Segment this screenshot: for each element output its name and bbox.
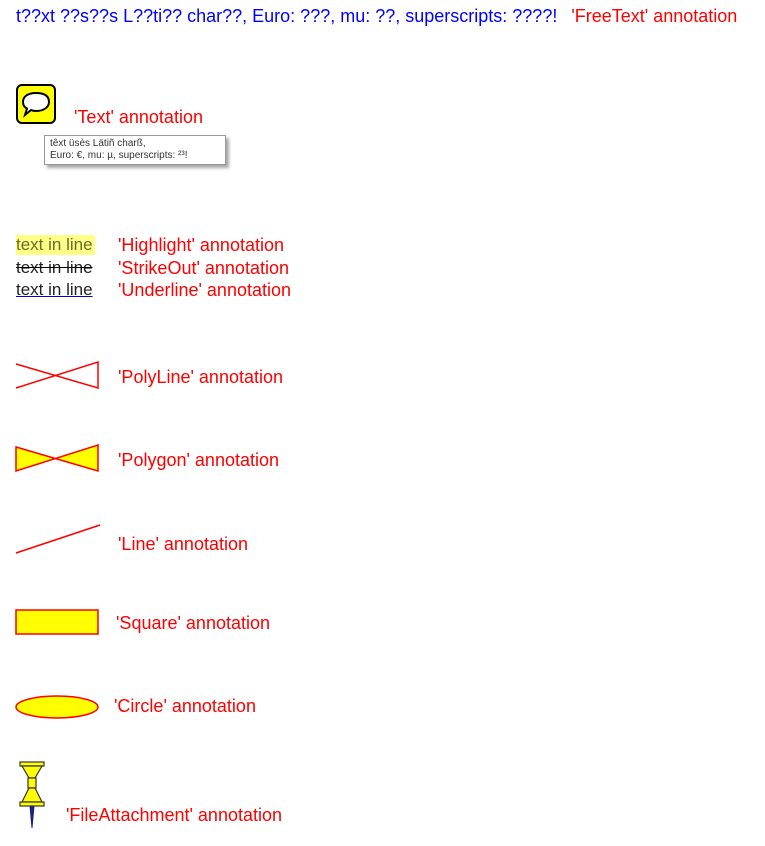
line-annotation-shape[interactable]: [14, 523, 104, 557]
square-annotation-shape[interactable]: [14, 608, 104, 638]
freetext-annotation-row: t??xt ??s??s L??ti?? char??, Euro: ???, …: [16, 6, 737, 27]
polyline-annotation-shape[interactable]: [14, 360, 104, 392]
fileattachment-annotation-label: 'FileAttachment' annotation: [66, 805, 282, 825]
line-annotation-label: 'Line' annotation: [118, 534, 248, 554]
text-annotation-popup: têxt üsès Lätiñ charß, Euro: €, mu: µ, s…: [44, 135, 226, 165]
circle-annotation-shape[interactable]: [14, 694, 104, 720]
polygon-annotation-label: 'Polygon' annotation: [118, 450, 279, 470]
freetext-annotation-label: 'FreeText' annotation: [571, 6, 738, 26]
polygon-annotation-shape[interactable]: [14, 443, 104, 475]
strikeout-annotation-sample[interactable]: text in line: [16, 258, 93, 277]
circle-annotation-label: 'Circle' annotation: [114, 696, 256, 716]
highlight-annotation-label: 'Highlight' annotation: [118, 235, 284, 255]
speech-bubble-icon[interactable]: [16, 84, 56, 124]
popup-line-1: têxt üsès Lätiñ charß,: [50, 138, 146, 149]
pushpin-icon[interactable]: [14, 760, 54, 830]
underline-annotation-sample[interactable]: text in line: [16, 280, 93, 299]
freetext-annotation-text[interactable]: t??xt ??s??s L??ti?? char??, Euro: ???, …: [16, 6, 558, 26]
text-annotation-label: 'Text' annotation: [74, 107, 203, 127]
popup-line-2: Euro: €, mu: µ, superscripts: ²³!: [50, 150, 188, 161]
highlight-annotation-sample[interactable]: text in line: [16, 235, 95, 255]
strikeout-annotation-label: 'StrikeOut' annotation: [118, 258, 289, 278]
polyline-annotation-label: 'PolyLine' annotation: [118, 367, 283, 387]
square-annotation-label: 'Square' annotation: [116, 613, 270, 633]
underline-annotation-label: 'Underline' annotation: [118, 280, 291, 300]
